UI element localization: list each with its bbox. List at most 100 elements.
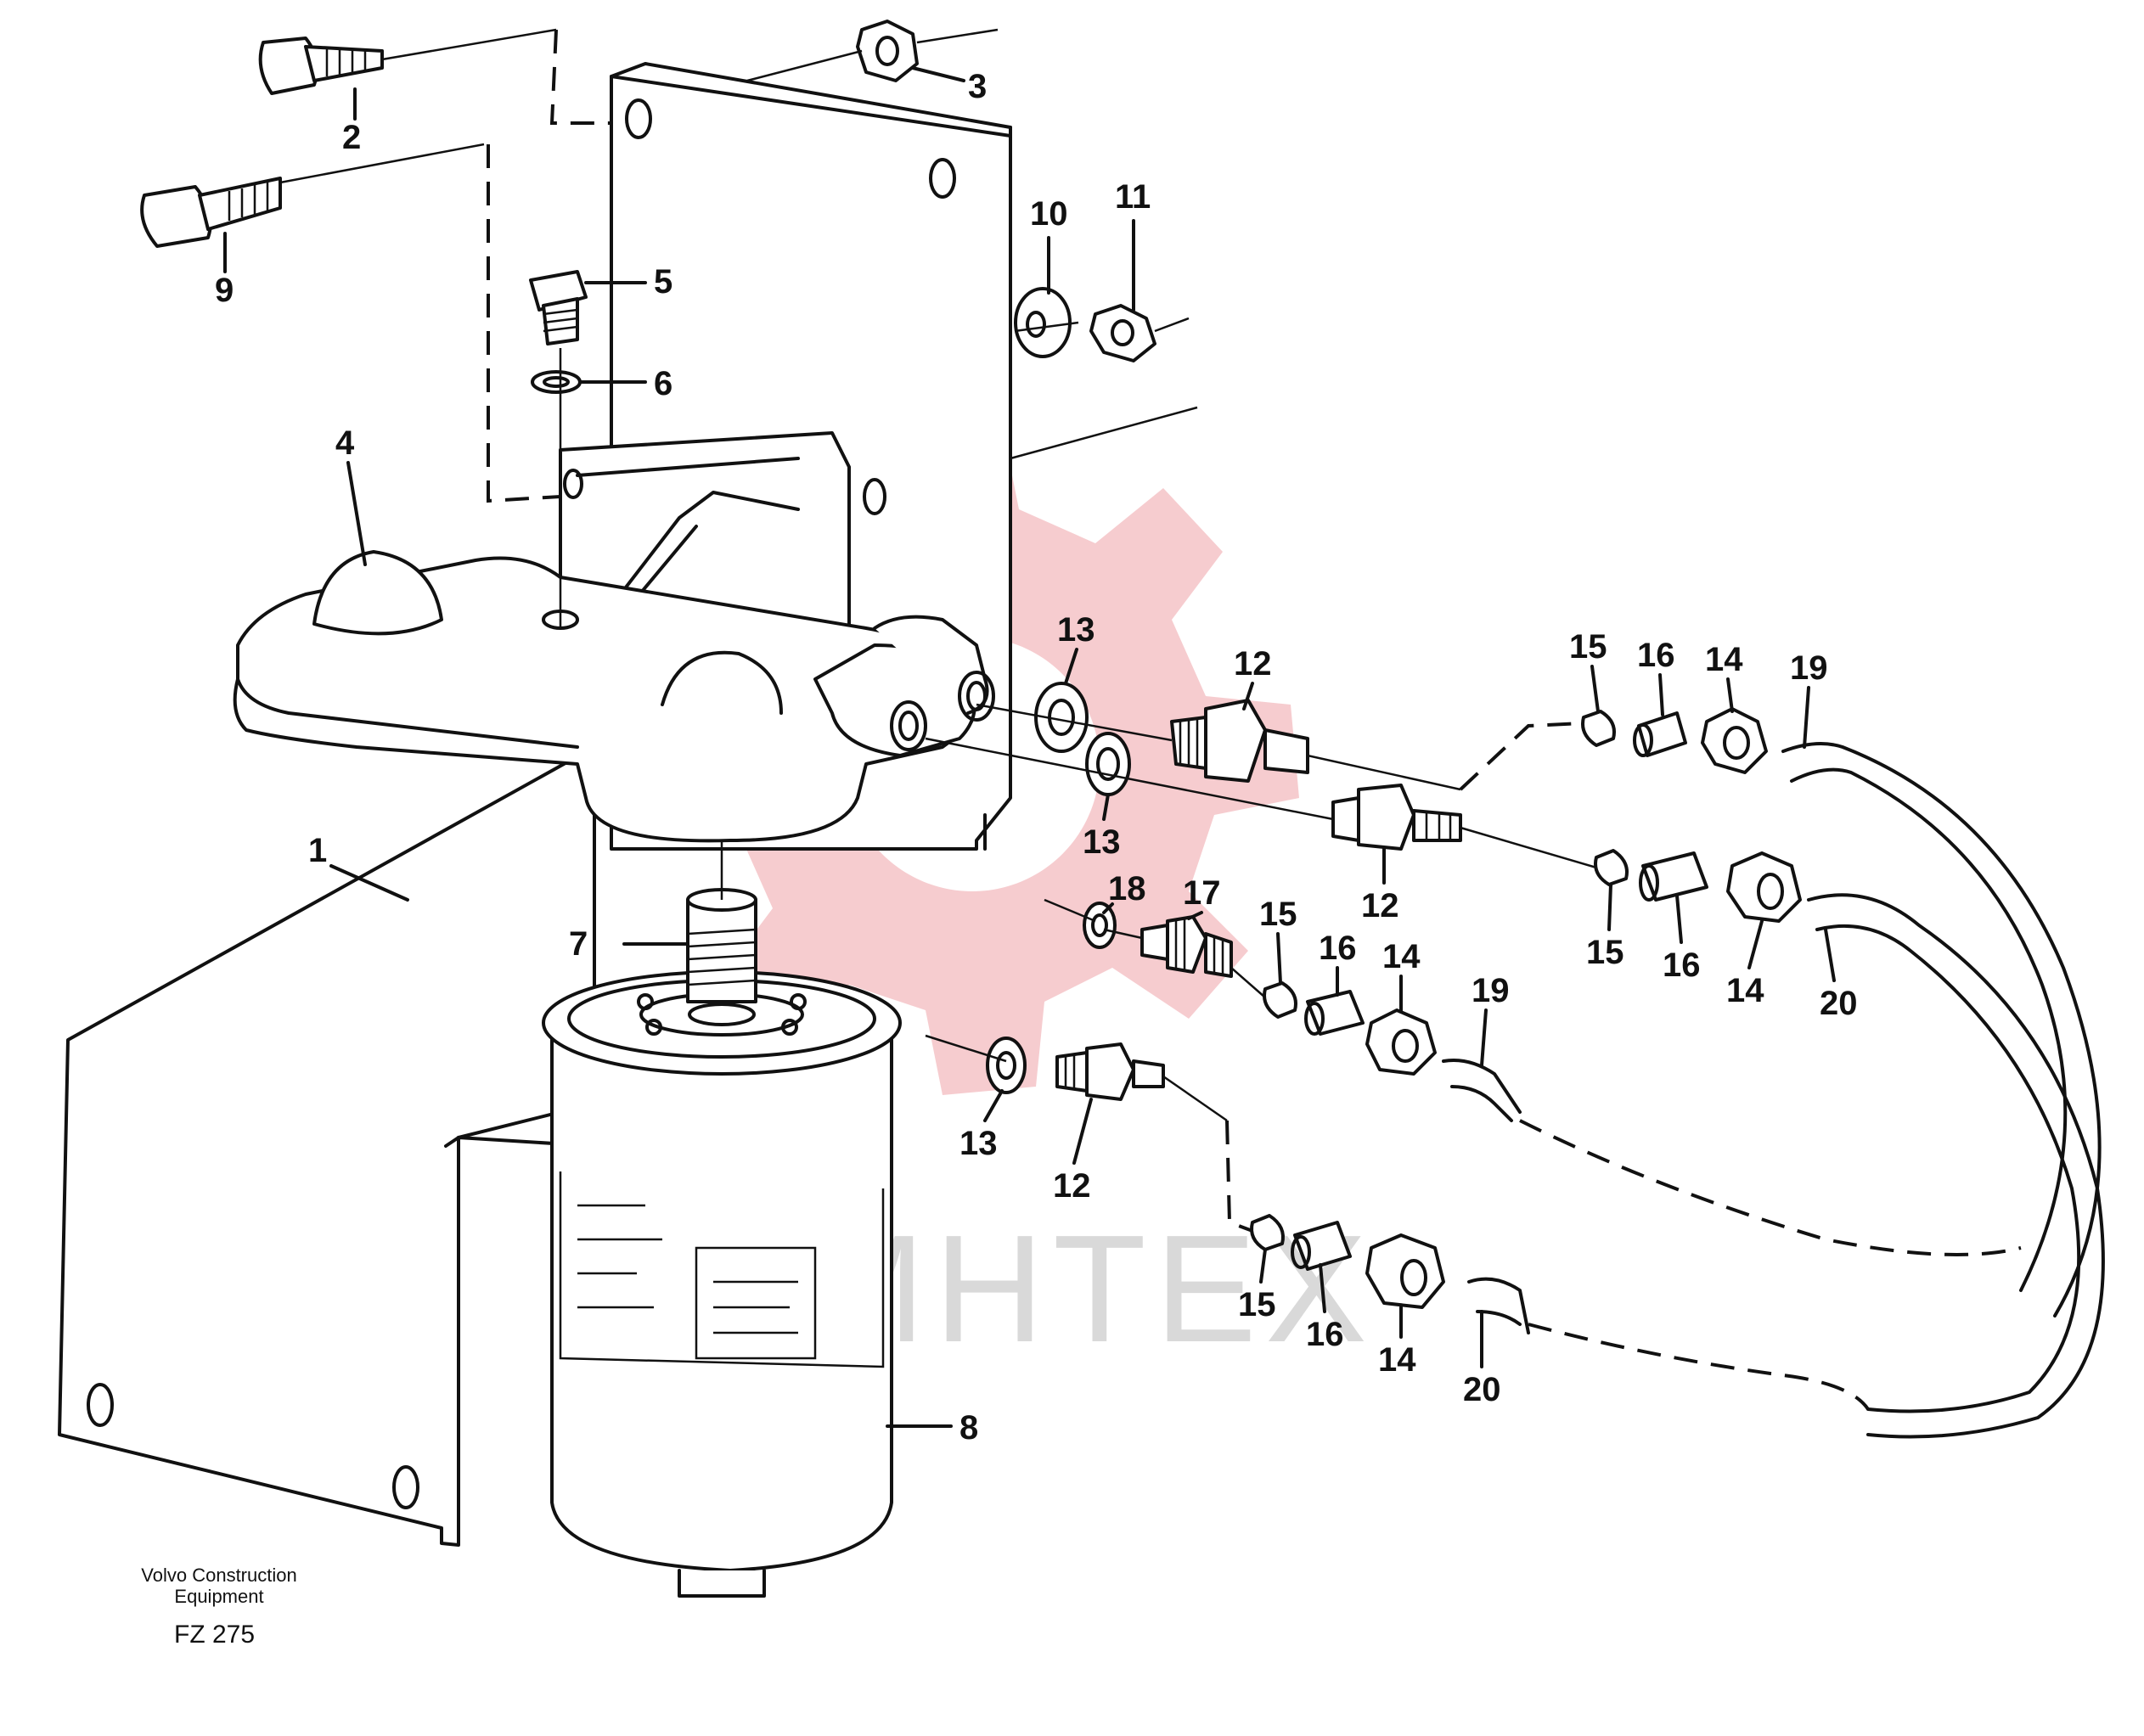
- callout-20-bottom: 20: [1463, 1310, 1501, 1408]
- callout-18: 18: [1102, 870, 1146, 914]
- callout-16-r3: 16: [1319, 930, 1357, 997]
- footer-credit: Volvo Construction Equipment FZ 275: [141, 1565, 296, 1649]
- callout-10: 10: [1030, 195, 1068, 295]
- washer-13-lower: [986, 1037, 1027, 1094]
- callout-label: 15: [1569, 628, 1607, 666]
- lower-bracket-plate: [58, 745, 596, 1547]
- sleeve-15-r1: [1581, 710, 1616, 747]
- callout-label: 15: [1259, 896, 1297, 933]
- sleeve-16-r1: [1633, 711, 1687, 757]
- hose-19: [1442, 742, 2102, 1317]
- callout-label: 18: [1108, 870, 1146, 907]
- callout-14-r1: 14: [1705, 641, 1743, 713]
- plug-screw-5: [529, 270, 588, 346]
- callout-8: 8: [886, 1409, 978, 1447]
- callout-12-upper: 12: [1234, 645, 1272, 711]
- callout-15-r2: 15: [1586, 883, 1624, 971]
- callout-label: 14: [1726, 972, 1764, 1009]
- bolt-9: [140, 177, 282, 248]
- callout-label: 15: [1238, 1286, 1276, 1323]
- bolt-2: [258, 37, 384, 95]
- sleeve-16-r2: [1639, 851, 1708, 902]
- callout-label: 13: [1083, 823, 1121, 861]
- sleeve-15-r3: [1263, 981, 1297, 1019]
- callout-13-lower: 13: [959, 1089, 1004, 1162]
- callout-label: 12: [1234, 645, 1272, 683]
- washer-13-middle: [1085, 732, 1131, 796]
- assembly-lines: [279, 28, 1597, 1233]
- callout-13-upper: 13: [1057, 611, 1095, 685]
- callout-label: 13: [959, 1125, 998, 1162]
- callout-1: 1: [308, 832, 409, 902]
- callout-label: 14: [1382, 938, 1421, 975]
- threaded-nipple: [686, 888, 757, 1003]
- callout-4: 4: [335, 424, 367, 566]
- callout-15-r3: 15: [1259, 896, 1297, 985]
- callout-15-r4: 15: [1238, 1248, 1276, 1323]
- callout-13-middle: 13: [1083, 793, 1121, 861]
- callout-label: 10: [1030, 195, 1068, 233]
- company-name-line2: Equipment: [174, 1586, 263, 1607]
- callout-17: 17: [1183, 874, 1221, 920]
- sleeve-15-r4: [1250, 1214, 1285, 1251]
- callout-label: 12: [1361, 887, 1399, 924]
- callout-label: 1: [308, 832, 327, 869]
- callout-19-bottom: 19: [1472, 972, 1510, 1067]
- callout-14-r3: 14: [1382, 938, 1421, 1014]
- callout-9: 9: [215, 232, 234, 309]
- callout-label: 19: [1472, 972, 1510, 1009]
- callout-16-r4: 16: [1306, 1263, 1344, 1353]
- callout-label: 6: [654, 365, 672, 402]
- callout-label: 16: [1319, 930, 1357, 967]
- callout-6: 6: [580, 365, 672, 402]
- callout-label: 16: [1637, 637, 1675, 674]
- callout-label: 9: [215, 272, 234, 309]
- company-name-line1: Volvo Construction: [141, 1565, 296, 1586]
- washer-6: [531, 370, 582, 394]
- callout-11: 11: [1115, 178, 1151, 312]
- callout-19-top: 19: [1790, 649, 1828, 749]
- callout-5: 5: [584, 263, 672, 301]
- callout-12-lower: 12: [1053, 1098, 1093, 1205]
- callout-label: 20: [1463, 1371, 1501, 1408]
- nut-14-r3: [1365, 1008, 1437, 1076]
- lock-nut-11: [1089, 304, 1156, 362]
- washer-10: [1014, 287, 1072, 358]
- callout-label: 19: [1790, 649, 1828, 687]
- oil-filter-cartridge: [542, 970, 902, 1598]
- callout-label: 5: [654, 263, 672, 301]
- callout-7: 7: [569, 925, 688, 963]
- callout-label: 14: [1378, 1341, 1416, 1379]
- union-12-middle: [1331, 784, 1462, 851]
- callout-label: 8: [959, 1409, 978, 1447]
- sleeve-16-r4: [1291, 1221, 1352, 1271]
- nut-14-r4: [1365, 1233, 1445, 1309]
- callout-3: 3: [911, 66, 987, 105]
- callout-label: 3: [968, 68, 987, 105]
- callout-label: 7: [569, 925, 588, 963]
- nut-14-r2: [1726, 851, 1802, 923]
- callout-2: 2: [342, 87, 361, 156]
- callout-label: 16: [1663, 947, 1701, 984]
- callout-16-r2: 16: [1663, 894, 1701, 984]
- union-12-upper: [1170, 699, 1309, 783]
- callout-label: 20: [1820, 985, 1858, 1022]
- callout-16-r1: 16: [1637, 637, 1675, 716]
- callout-label: 4: [335, 424, 355, 462]
- sleeve-16-r3: [1304, 990, 1365, 1036]
- callout-12-middle: 12: [1361, 847, 1399, 924]
- callout-label: 15: [1586, 934, 1624, 971]
- callout-14-r2: 14: [1726, 919, 1764, 1009]
- callout-20-top: 20: [1820, 928, 1858, 1022]
- washer-18: [1083, 902, 1117, 949]
- figure-code: FZ 275: [174, 1621, 255, 1649]
- nut-14-r1: [1701, 707, 1768, 774]
- callout-label: 17: [1183, 874, 1221, 912]
- callout-15-r1: 15: [1569, 628, 1607, 713]
- callout-label: 14: [1705, 641, 1743, 678]
- union-12-lower: [1055, 1042, 1165, 1101]
- callout-label: 11: [1115, 178, 1151, 216]
- callout-label: 12: [1053, 1167, 1091, 1205]
